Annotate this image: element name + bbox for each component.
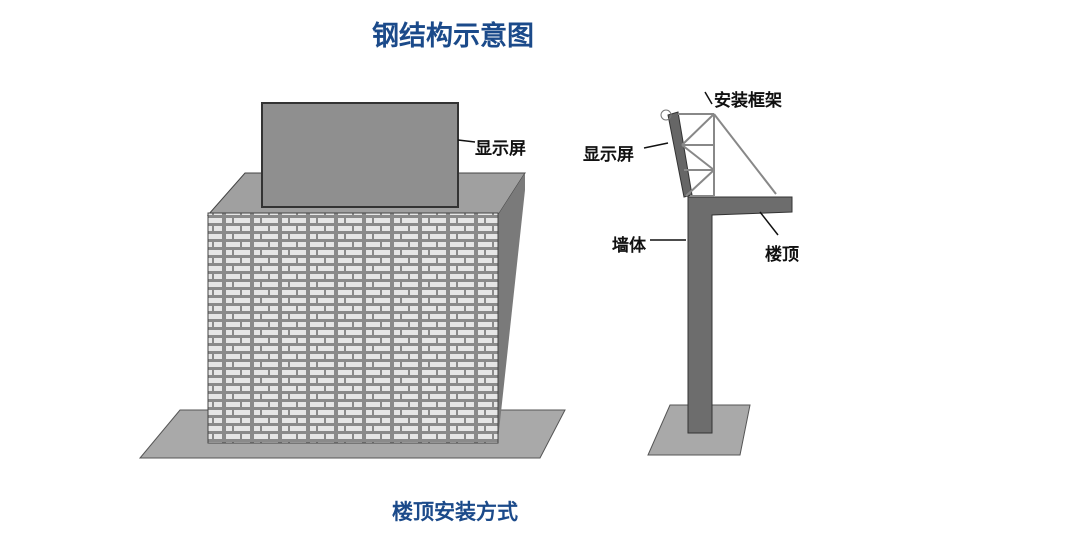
left-building bbox=[138, 102, 566, 459]
label-display-screen-left: 显示屏 bbox=[475, 139, 526, 159]
label-roof: 楼顶 bbox=[765, 245, 799, 265]
diagram-title: 钢结构示意图 bbox=[372, 21, 534, 52]
right-structure bbox=[643, 91, 793, 456]
diagram-caption: 楼顶安装方式 bbox=[392, 500, 518, 524]
label-display-screen-right: 显示屏 bbox=[583, 145, 634, 165]
label-wall: 墙体 bbox=[612, 236, 646, 256]
display-screen-left bbox=[261, 102, 459, 208]
label-mounting-frame: 安装框架 bbox=[714, 91, 782, 111]
